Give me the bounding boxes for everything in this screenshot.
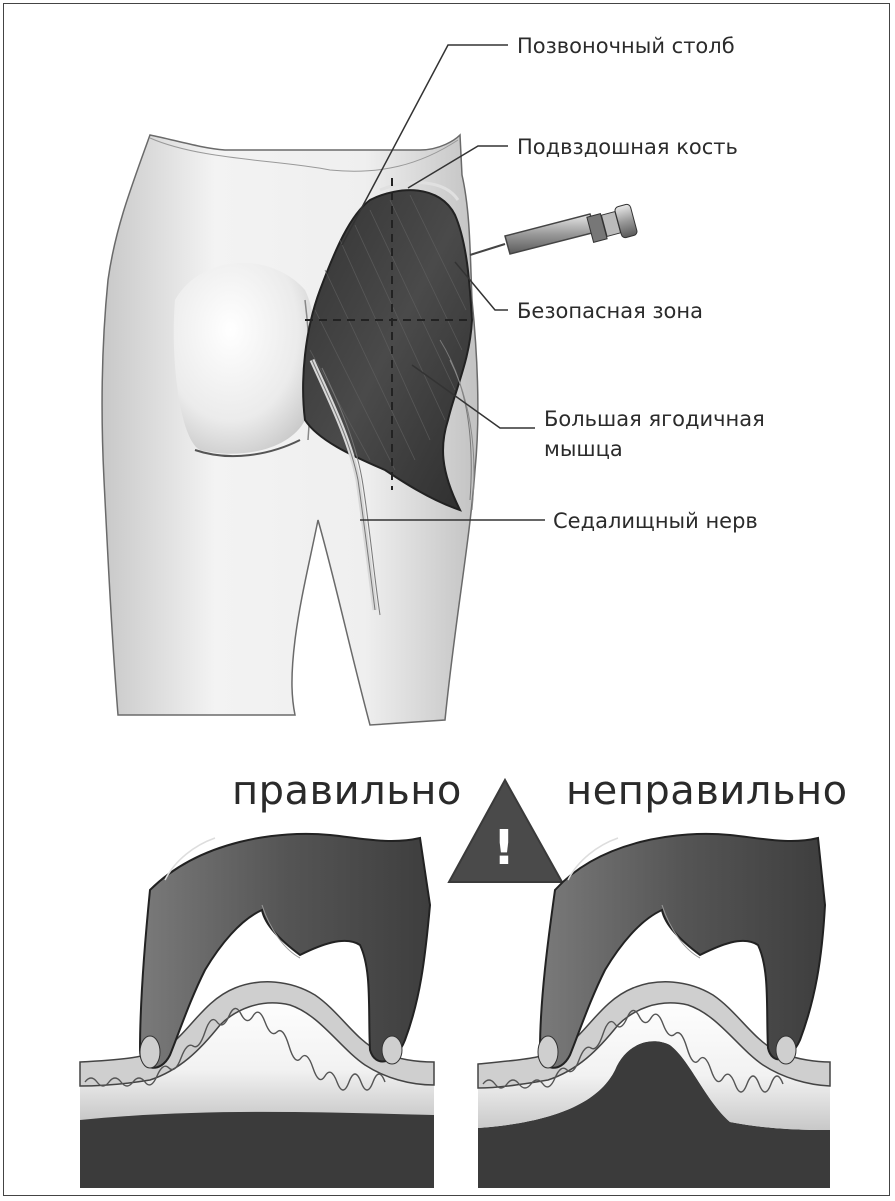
gluteus-maximus-label-line1: Большая ягодичная <box>544 406 765 432</box>
safe-zone-label: Безопасная зона <box>517 298 703 324</box>
gluteus-maximus-label-line2: мышца <box>544 436 623 462</box>
spine-label: Позвоночный столб <box>517 33 735 59</box>
iliac-bone-label: Подвздошная кость <box>517 134 738 160</box>
incorrect-heading: неправильно <box>566 768 848 814</box>
correct-heading: правильно <box>232 768 462 814</box>
incorrect-pinch-illustration <box>478 834 830 1188</box>
warning-exclamation: ! <box>493 820 515 876</box>
correct-pinch-illustration <box>80 834 434 1188</box>
sciatic-nerve-label: Седалищный нерв <box>553 508 758 534</box>
syringe <box>470 203 638 255</box>
